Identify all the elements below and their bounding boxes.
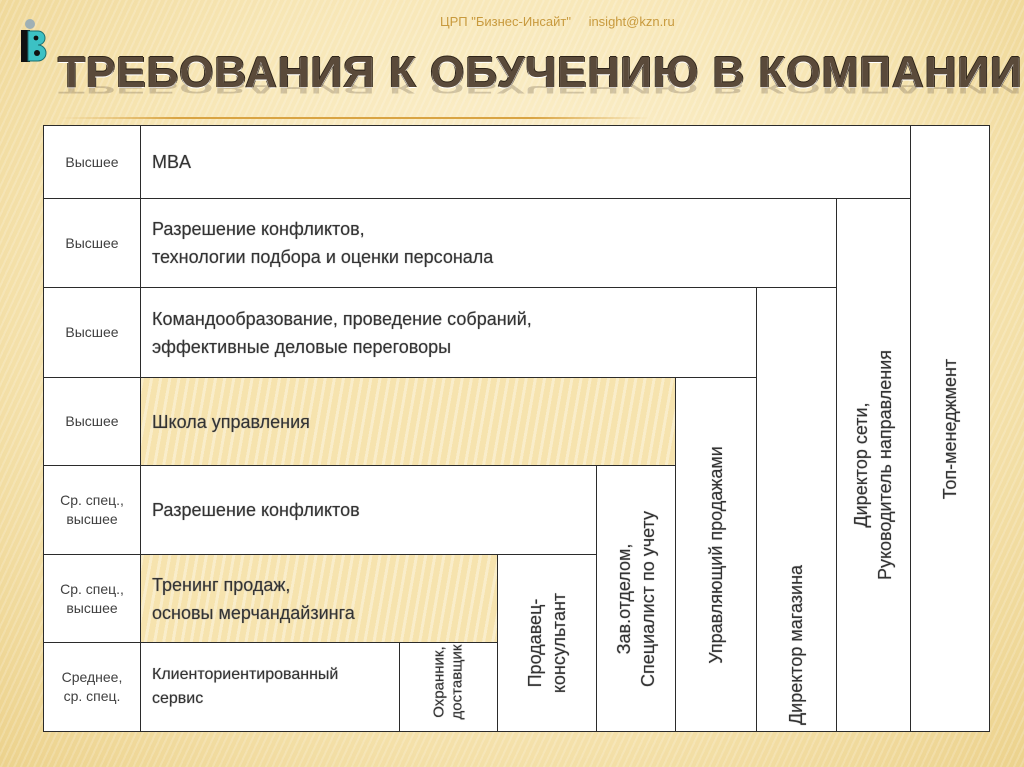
position-text: Директор сети, xyxy=(851,402,872,528)
position-label: Директор магазина xyxy=(785,564,809,724)
position-text: Управляющий продажами xyxy=(706,445,726,664)
training-cell-mba: MBA xyxy=(140,125,911,199)
education-label: Ср. спец., xyxy=(60,492,124,508)
training-cell-teambuilding: Командообразование, проведение собраний,… xyxy=(140,287,757,378)
position-top-management: Топ-менеджмент xyxy=(910,125,990,732)
training-text: Тренинг продаж, xyxy=(152,574,291,595)
training-text: технологии подбора и оценки персонала xyxy=(152,247,494,267)
training-text: сервис xyxy=(152,690,204,707)
position-label: Управляющий продажами xyxy=(704,446,728,664)
page-title: ТРЕБОВАНИЯ К ОБУЧЕНИЮ В КОМПАНИИ xyxy=(58,48,1023,97)
education-cell-3: Высшее xyxy=(43,287,141,378)
training-text: Разрешение конфликтов, xyxy=(152,219,365,239)
position-text: Топ-менеджмент xyxy=(940,358,960,499)
training-cell-conflicts-hr: Разрешение конфликтов, технологии подбор… xyxy=(140,198,837,288)
position-text: Специалист по учету xyxy=(638,510,658,687)
education-label: высшее xyxy=(66,511,118,527)
education-label: Высшее xyxy=(65,153,119,170)
position-text: доставщик xyxy=(448,644,466,720)
position-network-director: Директор сети, Руководитель направления xyxy=(836,198,911,732)
position-label: Топ-менеджмент xyxy=(938,358,962,498)
position-text: Продавец- xyxy=(525,598,546,688)
training-text: MBA xyxy=(152,152,192,172)
position-sales-consultant: Продавец- консультант xyxy=(497,554,597,732)
education-cell-7: Среднее, ср. спец. xyxy=(43,642,141,732)
header-organization: ЦРП "Бизнес-Инсайт" insight@kzn.ru xyxy=(440,14,675,29)
training-text: Клиенториентированный xyxy=(152,666,339,683)
position-text: консультант xyxy=(549,592,570,694)
education-cell-4: Высшее xyxy=(43,377,141,466)
position-label: Продавец- консультант xyxy=(523,593,571,693)
position-text: Охранник, xyxy=(430,646,448,718)
position-sales-manager: Управляющий продажами xyxy=(675,377,757,732)
education-cell-6: Ср. спец., высшее xyxy=(43,554,141,643)
position-label: Директор сети, Руководитель направления xyxy=(850,350,898,580)
training-cell-management-school: Школа управления xyxy=(140,377,676,466)
education-label: Ср. спец., xyxy=(60,580,124,597)
title-underline xyxy=(60,117,650,119)
page-title-reflection: ТРЕБОВАНИЯ К ОБУЧЕНИЮ В КОМПАНИИ xyxy=(58,78,1023,96)
training-cell-sales: Тренинг продаж, основы мерчандайзинга xyxy=(140,554,498,643)
education-label: ср. спец. xyxy=(63,688,121,704)
position-guard-courier: Охранник, доставщик xyxy=(399,642,498,732)
ib-logo-icon xyxy=(21,19,47,62)
education-label: Высшее xyxy=(65,234,119,251)
training-cell-conflicts: Разрешение конфликтов xyxy=(140,465,597,555)
position-store-director: Директор магазина xyxy=(756,287,837,732)
training-cell-client-service: Клиенториентированный сервис xyxy=(140,642,400,732)
education-cell-2: Высшее xyxy=(43,198,141,288)
position-label: Охранник, доставщик xyxy=(430,645,466,720)
education-label: Высшее xyxy=(65,324,119,340)
position-label: Зав.отделом, Специалист по учету xyxy=(612,511,660,687)
education-cell-5: Ср. спец., высшее xyxy=(43,465,141,555)
education-label: Среднее, xyxy=(61,669,123,685)
training-text: Школа управления xyxy=(152,411,310,432)
position-text: Директор магазина xyxy=(786,564,807,725)
organization-name: ЦРП "Бизнес-Инсайт" xyxy=(440,14,571,29)
education-label: высшее xyxy=(66,599,118,616)
training-text: Командообразование, проведение собраний, xyxy=(152,308,532,329)
organization-email: insight@kzn.ru xyxy=(588,14,675,29)
training-text: Разрешение конфликтов xyxy=(152,500,360,520)
education-cell-1: Высшее xyxy=(43,125,141,199)
position-text: Руководитель направления xyxy=(875,349,896,581)
education-label: Высшее xyxy=(65,413,119,429)
position-department-head: Зав.отделом, Специалист по учету xyxy=(596,465,676,732)
position-text: Зав.отделом, xyxy=(614,543,634,654)
training-text: основы мерчандайзинга xyxy=(152,602,355,623)
training-text: эффективные деловые переговоры xyxy=(152,336,452,357)
